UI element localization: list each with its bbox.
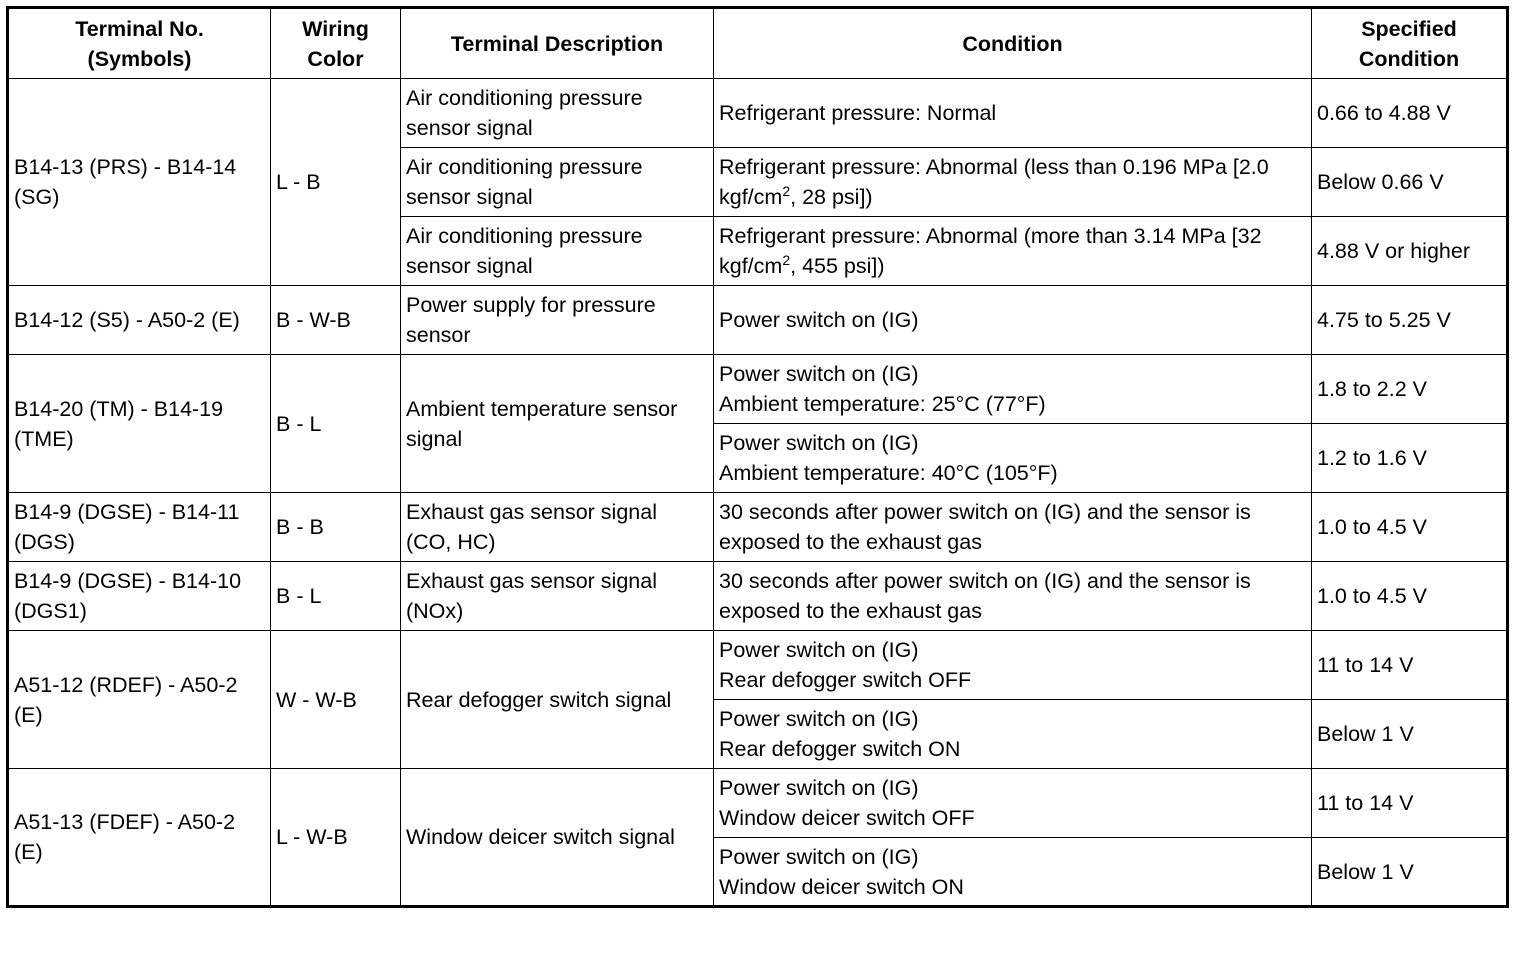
terminal-spec-table: Terminal No. (Symbols) Wiring Color Term… xyxy=(6,6,1509,908)
header-specified: Specified Condition xyxy=(1311,7,1508,79)
description-cell: Window deicer switch signal xyxy=(400,768,714,907)
superscript: 2 xyxy=(782,182,791,199)
condition-cell: Power switch on (IG) xyxy=(713,285,1312,355)
wiring-cell: B - L xyxy=(270,561,401,631)
header-terminal: Terminal No. (Symbols) xyxy=(7,7,271,79)
table-row: A51-13 (FDEF) - A50-2 (E) L - W-B Window… xyxy=(7,768,1508,907)
header-specified-line1: Specified xyxy=(1361,16,1457,41)
description-cell: Exhaust gas sensor signal (NOx) xyxy=(400,561,714,631)
wiring-cell: B - W-B xyxy=(270,285,401,355)
condition-line: 30 seconds after power switch on (IG) an… xyxy=(719,500,1251,554)
description-cell: Rear defogger switch signal xyxy=(400,630,714,769)
condition-text-tail: , 28 psi]) xyxy=(790,185,873,209)
condition-line: Power switch on (IG) xyxy=(719,362,919,386)
condition-line: Ambient temperature: 40°C (105°F) xyxy=(719,461,1058,485)
specified-cell: 0.66 to 4.88 V xyxy=(1311,78,1508,148)
terminal-cell: B14-9 (DGSE) - B14-11 (DGS) xyxy=(7,492,271,562)
condition-line: Power switch on (IG) xyxy=(719,638,919,662)
header-description: Terminal Description xyxy=(400,7,714,79)
condition-cell: Refrigerant pressure: Abnormal (more tha… xyxy=(713,216,1312,286)
wiring-cell: B - L xyxy=(270,354,401,493)
wiring-cell: L - W-B xyxy=(270,768,401,907)
condition-line: Power switch on (IG) xyxy=(719,431,919,455)
table-row: B14-9 (DGSE) - B14-10 (DGS1) B - L Exhau… xyxy=(7,561,1508,631)
condition-line: Power switch on (IG) xyxy=(719,707,919,731)
table-row: Air conditioning pressure sensor signal … xyxy=(8,216,1508,286)
description-cell: Air conditioning pressure sensor signal xyxy=(400,216,714,286)
wiring-cell: W - W-B xyxy=(270,630,401,769)
condition-cell: Power switch on (IG) Ambient temperature… xyxy=(713,354,1312,424)
wiring-cell: L - B xyxy=(270,78,401,286)
terminal-cell: B14-13 (PRS) - B14-14 (SG) xyxy=(7,78,271,286)
description-cell: Power supply for pressure sensor xyxy=(400,285,714,355)
specified-cell: 1.8 to 2.2 V xyxy=(1311,354,1508,424)
specified-cell: 4.75 to 5.25 V xyxy=(1311,285,1508,355)
specified-cell: Below 1 V xyxy=(1311,699,1508,769)
condition-cell: Refrigerant pressure: Abnormal (less tha… xyxy=(713,147,1312,217)
condition-cell: Power switch on (IG) Window deicer switc… xyxy=(713,837,1312,907)
specified-cell: 1.0 to 4.5 V xyxy=(1311,492,1508,562)
condition-cell: 30 seconds after power switch on (IG) an… xyxy=(713,561,1312,631)
condition-line: Window deicer switch ON xyxy=(719,874,964,899)
header-terminal-line1: Terminal No. xyxy=(75,16,204,41)
condition-line: Power switch on (IG) xyxy=(719,844,919,869)
header-terminal-line2: (Symbols) xyxy=(87,46,192,71)
specified-cell: 1.2 to 1.6 V xyxy=(1311,423,1508,493)
terminal-cell: A51-13 (FDEF) - A50-2 (E) xyxy=(7,768,271,907)
specified-cell: 11 to 14 V xyxy=(1311,768,1508,838)
table-row: Power switch on (IG) Rear defogger switc… xyxy=(8,699,1508,769)
condition-line: Rear defogger switch OFF xyxy=(719,668,972,692)
condition-line: Rear defogger switch ON xyxy=(719,737,961,761)
condition-line: Power switch on (IG) xyxy=(719,776,919,800)
header-row: Terminal No. (Symbols) Wiring Color Term… xyxy=(7,7,1508,79)
specified-cell: 4.88 V or higher xyxy=(1311,216,1508,286)
description-cell: Ambient temperature sensor signal xyxy=(400,354,714,493)
condition-text: Refrigerant pressure: Abnormal (more tha… xyxy=(719,224,1262,278)
wiring-cell: B - B xyxy=(270,492,401,562)
table-row: B14-13 (PRS) - B14-14 (SG) L - B Air con… xyxy=(7,78,1508,286)
terminal-cell: B14-9 (DGSE) - B14-10 (DGS1) xyxy=(7,561,271,631)
specified-cell: 1.0 to 4.5 V xyxy=(1311,561,1508,631)
condition-line: Window deicer switch OFF xyxy=(719,806,975,830)
terminal-cell: A51-12 (RDEF) - A50-2 (E) xyxy=(7,630,271,769)
condition-text: Refrigerant pressure: Abnormal (less tha… xyxy=(719,155,1269,209)
table-row: B14-9 (DGSE) - B14-11 (DGS) B - B Exhaus… xyxy=(7,492,1508,562)
specified-cell: Below 0.66 V xyxy=(1311,147,1508,217)
superscript: 2 xyxy=(782,251,791,268)
condition-cell: Power switch on (IG) Rear defogger switc… xyxy=(713,699,1312,769)
header-wiring-line1: Wiring xyxy=(302,16,369,41)
condition-cell: Power switch on (IG) Ambient temperature… xyxy=(713,423,1312,493)
header-wiring: Wiring Color xyxy=(270,7,401,79)
table-row: Power switch on (IG) Window deicer switc… xyxy=(8,837,1508,907)
specified-cell: Below 1 V xyxy=(1311,837,1508,907)
condition-line: Power switch on (IG) xyxy=(719,308,919,332)
terminal-cell: B14-12 (S5) - A50-2 (E) xyxy=(7,285,271,355)
header-condition: Condition xyxy=(713,7,1312,79)
condition-cell: Power switch on (IG) Window deicer switc… xyxy=(713,768,1312,838)
condition-line: Ambient temperature: 25°C (77°F) xyxy=(719,392,1046,416)
header-wiring-line2: Color xyxy=(307,46,364,71)
condition-line: 30 seconds after power switch on (IG) an… xyxy=(719,569,1251,623)
condition-cell: Refrigerant pressure: Normal xyxy=(713,78,1312,148)
table-row: Power switch on (IG) Ambient temperature… xyxy=(8,423,1508,493)
table-row: B14-12 (S5) - A50-2 (E) B - W-B Power su… xyxy=(7,285,1508,355)
terminal-cell: B14-20 (TM) - B14-19 (TME) xyxy=(7,354,271,493)
description-cell: Exhaust gas sensor signal (CO, HC) xyxy=(400,492,714,562)
header-specified-line2: Condition xyxy=(1358,46,1460,71)
condition-cell: 30 seconds after power switch on (IG) an… xyxy=(713,492,1312,562)
description-cell: Air conditioning pressure sensor signal xyxy=(400,78,714,148)
condition-line: Refrigerant pressure: Normal xyxy=(719,101,997,125)
condition-cell: Power switch on (IG) Rear defogger switc… xyxy=(713,630,1312,700)
table-row: B14-20 (TM) - B14-19 (TME) B - L Ambient… xyxy=(7,354,1508,493)
table-row: A51-12 (RDEF) - A50-2 (E) W - W-B Rear d… xyxy=(7,630,1508,769)
specified-cell: 11 to 14 V xyxy=(1311,630,1508,700)
description-cell: Air conditioning pressure sensor signal xyxy=(400,147,714,217)
condition-text-tail: , 455 psi]) xyxy=(790,254,885,278)
